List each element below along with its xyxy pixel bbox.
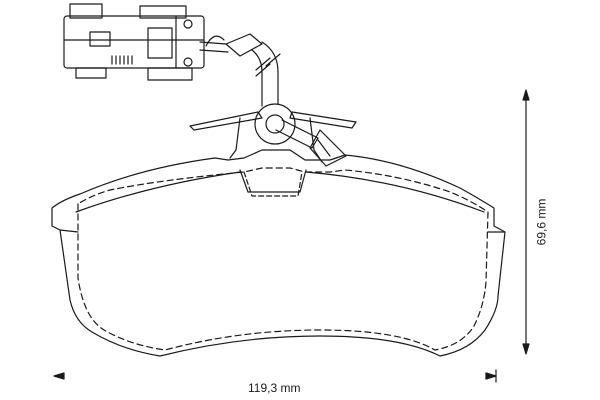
- width-arrow-left: [53, 372, 65, 380]
- cable-hatch: [255, 53, 281, 77]
- width-arrow-right: [485, 372, 497, 380]
- connector-window: [89, 31, 111, 47]
- center-lug: [239, 169, 307, 193]
- connector-divider: [63, 15, 205, 69]
- connector-top-tab: [69, 3, 103, 19]
- connector-grip-lines: [111, 55, 133, 65]
- sensor-cable: [251, 41, 279, 107]
- height-arrow-top: [522, 89, 530, 101]
- connector-latch: [147, 27, 173, 59]
- center-lug-inner: [243, 171, 303, 197]
- height-arrow-bottom: [522, 343, 530, 355]
- connector-pin-bottom: [183, 57, 193, 67]
- height-dimension-label: 69,6 mm: [534, 198, 549, 246]
- left-step-line: [59, 229, 79, 233]
- wear-sensor-ring-inner: [265, 114, 285, 134]
- width-dimension-label: 119,3 mm: [248, 381, 301, 395]
- sensor-clip: [309, 129, 347, 167]
- sensor-clip-detail: [317, 139, 331, 157]
- backing-plate-outline: [51, 149, 506, 357]
- connector-bottom-tab-2: [147, 67, 193, 81]
- inner-bevel-line: [75, 171, 485, 213]
- clip-support: [229, 117, 323, 163]
- connector-housing: [63, 15, 205, 69]
- connector-top-tab-2: [139, 5, 187, 19]
- connector-pin-top: [183, 19, 193, 29]
- spring-clip-left: [189, 111, 263, 131]
- friction-material-outline: [77, 167, 489, 351]
- spring-clip-right: [289, 111, 357, 129]
- sensor-arm: [275, 119, 319, 149]
- wear-sensor-ring-outer: [254, 103, 296, 145]
- cable-crimp: [225, 33, 263, 57]
- connector-bottom-tab: [75, 67, 107, 79]
